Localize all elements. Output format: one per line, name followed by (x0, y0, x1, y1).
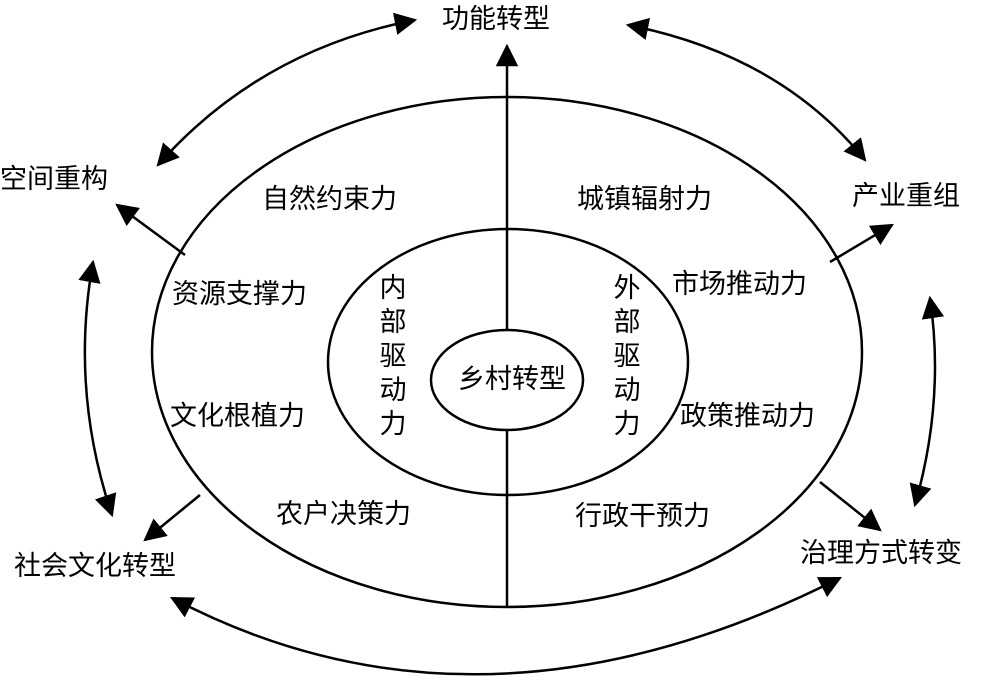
cycle-arrow-left (78, 259, 117, 518)
cycle-arrow-top-right (625, 17, 867, 162)
arrow-to-governance (819, 481, 882, 532)
force-admin-intervention: 行政干预力 (575, 501, 710, 532)
arrow-to-industry (829, 223, 894, 264)
outcome-industry: 产业重组 (852, 181, 960, 212)
force-cultural-rooting: 文化根植力 (170, 401, 305, 432)
force-farmer-decision: 农户决策力 (276, 499, 411, 530)
arrow-to-space (115, 203, 186, 257)
force-resource-support: 资源支撑力 (172, 279, 307, 310)
outcome-space: 空间重构 (0, 164, 108, 195)
outcome-function: 功能转型 (442, 4, 550, 35)
force-market-push: 市场推动力 (672, 269, 807, 300)
cycle-arrow-right (909, 295, 945, 508)
internal-drivers-label: 内部驱动力 (379, 273, 407, 440)
force-natural-constraint: 自然约束力 (262, 184, 397, 215)
force-urban-radiation: 城镇辐射力 (577, 184, 712, 215)
outcome-governance: 治理方式转变 (800, 538, 962, 569)
external-drivers-label: 外部驱动力 (613, 273, 641, 440)
force-policy-push: 政策推动力 (680, 401, 815, 432)
cycle-arrow-bottom (170, 576, 843, 676)
arrow-to-social-culture (143, 494, 201, 542)
cycle-arrow-top-left (156, 12, 418, 167)
center-label: 乡村转型 (458, 364, 566, 395)
outcome-social-culture: 社会文化转型 (14, 551, 176, 582)
center-ellipse (429, 328, 585, 432)
